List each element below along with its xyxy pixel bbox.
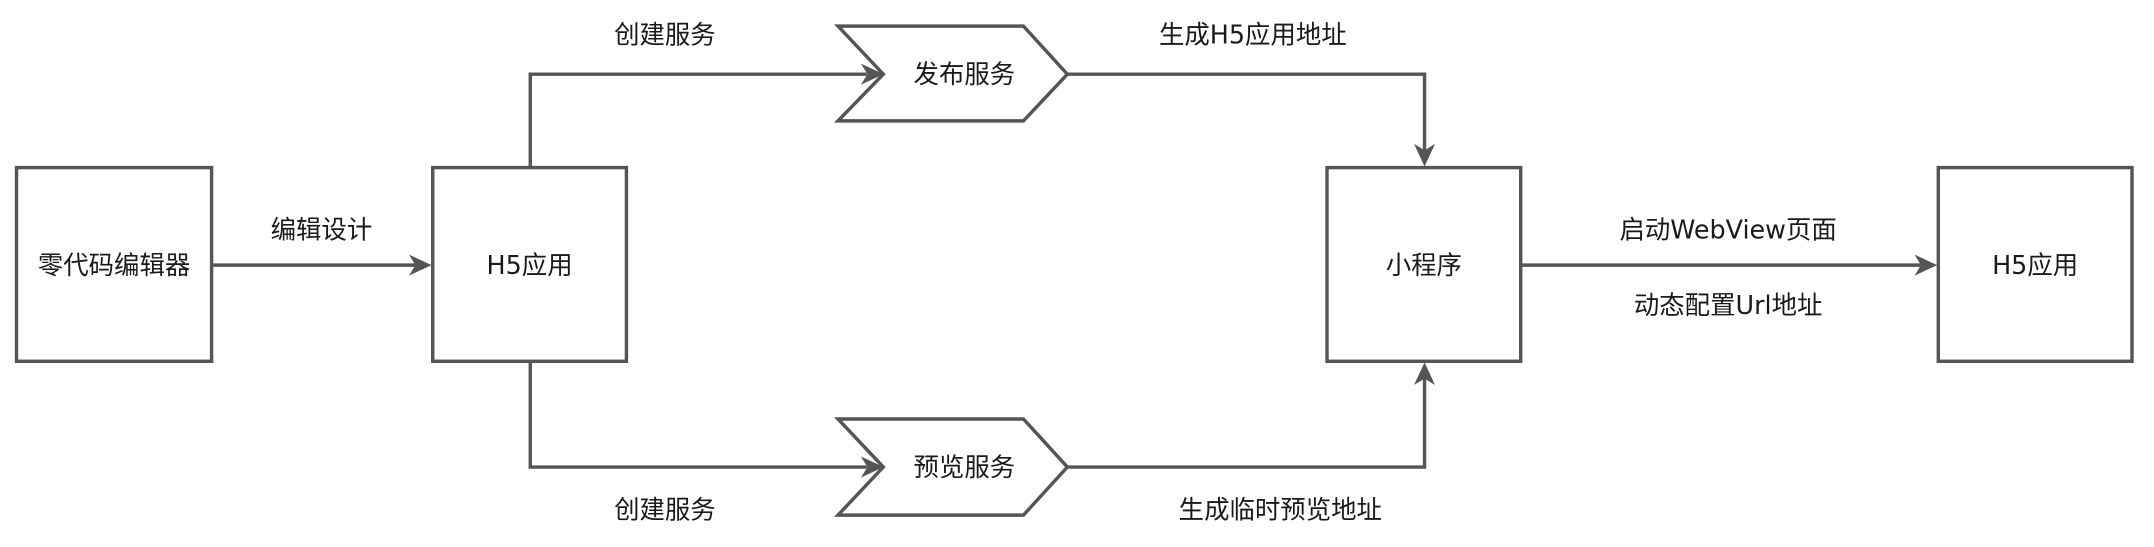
arrow-right-icon <box>1914 254 1938 276</box>
edge-mini-to-h5-label-line1: 启动WebView页面 <box>1619 214 1836 244</box>
node-publish-service: 发布服务 <box>833 24 1070 123</box>
node-mini-program: 小程序 <box>1325 165 1523 363</box>
node-h5-app-source-label: H5应用 <box>487 250 573 280</box>
node-h5-app-target-label: H5应用 <box>1992 250 2078 280</box>
arrow-down-icon <box>1414 143 1436 167</box>
edge-preview-to-mini-label: 生成临时预览地址 <box>1179 495 1382 525</box>
edge-h5-to-publish-line <box>528 72 867 168</box>
edge-publish-to-mini-label: 生成H5应用地址 <box>1159 19 1347 49</box>
node-mini-program-box <box>1325 165 1523 363</box>
edge-publish-to-mini: 生成H5应用地址 <box>1067 19 1436 167</box>
edge-mini-to-h5: 启动WebView页面 动态配置Url地址 <box>1520 214 1938 320</box>
node-publish-service-label: 发布服务 <box>914 59 1016 89</box>
edge-preview-to-mini: 生成临时预览地址 <box>1067 362 1436 525</box>
node-mini-program-label: 小程序 <box>1386 250 1462 280</box>
node-h5-app-source: H5应用 <box>431 165 629 363</box>
node-publish-service-shape <box>833 24 1070 123</box>
node-h5-app-target-box <box>1936 165 2134 363</box>
edge-editor-to-h5-label: 编辑设计 <box>271 214 373 244</box>
edge-h5-to-publish: 创建服务 <box>528 19 884 168</box>
edge-h5-to-preview-label: 创建服务 <box>614 495 716 525</box>
edge-mini-to-h5-label-line2: 动态配置Url地址 <box>1634 290 1823 320</box>
arrow-right-icon <box>408 254 432 276</box>
edge-h5-to-publish-label: 创建服务 <box>614 19 716 49</box>
arrow-right-icon <box>860 63 884 85</box>
arrow-up-icon <box>1414 362 1436 386</box>
edge-h5-to-preview-line <box>528 361 867 469</box>
edge-preview-to-mini-line <box>1067 377 1427 469</box>
node-preview-service-shape <box>834 417 1070 517</box>
edge-h5-to-preview: 创建服务 <box>528 361 884 525</box>
edge-publish-to-mini-line <box>1067 72 1427 152</box>
node-editor-box <box>14 165 214 363</box>
edge-editor-to-h5: 编辑设计 <box>211 214 432 276</box>
node-editor-label: 零代码编辑器 <box>38 250 190 280</box>
node-editor: 零代码编辑器 <box>14 165 214 363</box>
arrow-right-icon <box>860 456 884 478</box>
node-preview-service: 预览服务 <box>834 417 1070 517</box>
node-preview-service-label: 预览服务 <box>914 452 1016 482</box>
node-h5-app-target: H5应用 <box>1936 165 2134 363</box>
